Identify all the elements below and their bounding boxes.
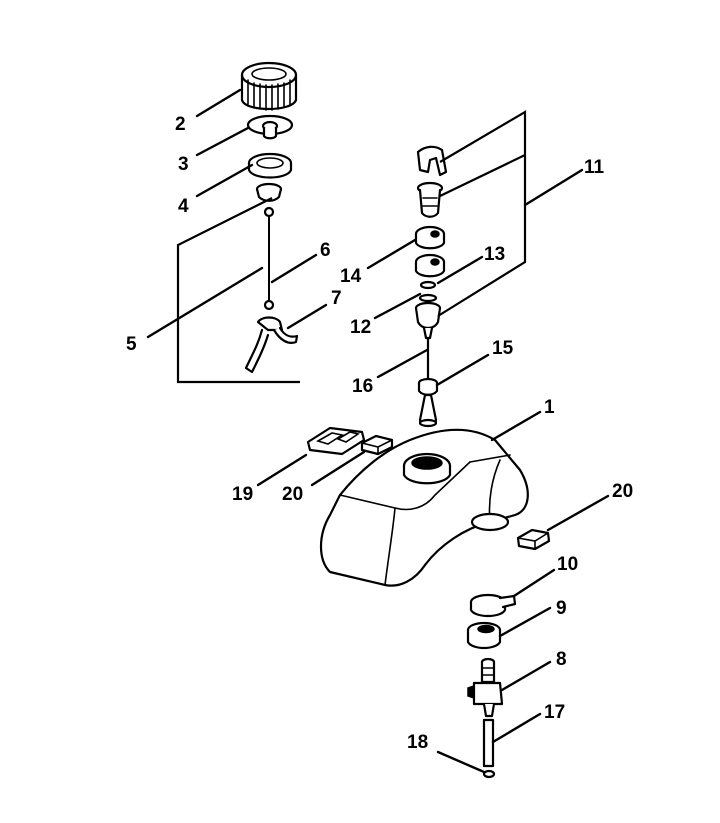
ring-nut [247, 152, 293, 179]
clip [416, 145, 448, 177]
callout-5: 5 [126, 334, 137, 355]
group-frame-left [176, 197, 300, 384]
callout-13: 13 [484, 244, 505, 265]
leader-18 [436, 750, 486, 774]
grommet-lower [414, 253, 446, 278]
callout-7: 7 [331, 288, 342, 309]
leader-16 [376, 348, 429, 379]
leader-20a [310, 450, 366, 487]
o-ring [419, 280, 437, 290]
fuel-filter [418, 393, 438, 428]
callout-20b: 20 [612, 481, 633, 502]
leader-15 [435, 353, 490, 387]
pad-right [516, 528, 551, 551]
callout-11: 11 [584, 157, 605, 178]
callout-1: 1 [544, 397, 555, 418]
leader-6 [270, 253, 318, 284]
leader-8 [500, 660, 552, 692]
grommet-upper [414, 225, 446, 250]
o-ring-small [418, 293, 438, 303]
callout-6: 6 [320, 240, 331, 261]
callout-3: 3 [178, 154, 189, 175]
tank-pads [306, 426, 551, 551]
leader-2 [195, 88, 242, 118]
callout-12: 12 [350, 317, 371, 338]
leader-10 [512, 568, 556, 598]
leader-3 [195, 126, 250, 157]
callout-20a: 20 [282, 484, 303, 505]
leader-5 [146, 266, 264, 339]
vent-valve [416, 181, 444, 218]
callout-4: 4 [178, 196, 189, 217]
pad-plate [306, 426, 366, 456]
callout-18: 18 [407, 732, 428, 753]
fuel-cap [240, 61, 298, 111]
callout-17: 17 [544, 702, 565, 723]
bracket-clip [244, 316, 299, 374]
leader-19 [256, 453, 308, 487]
leader-lines [146, 88, 610, 774]
fuel-tank [320, 428, 529, 587]
small-ring [482, 769, 496, 779]
callout-16: 16 [352, 376, 373, 397]
vent-pickup-assembly [414, 110, 527, 428]
leader-12 [373, 292, 422, 320]
hose-clamp [469, 593, 517, 618]
pickup-body [414, 301, 442, 340]
callout-8: 8 [556, 649, 567, 670]
fuel-tube [482, 718, 495, 768]
leader-13 [436, 255, 484, 285]
callout-9: 9 [556, 598, 567, 619]
leader-17 [491, 712, 542, 744]
retainer-cord [263, 206, 275, 311]
leader-14 [366, 238, 417, 270]
callout-2: 2 [175, 114, 186, 135]
cap-assembly [176, 61, 300, 384]
leader-7 [286, 303, 328, 330]
callout-10: 10 [557, 554, 578, 575]
pad-small [360, 434, 394, 456]
callout-numbers: 2 3 4 5 6 7 11 14 13 12 16 15 1 19 20 20… [126, 114, 633, 753]
leader-11 [523, 168, 584, 207]
rubber-bushing [466, 621, 502, 650]
fuel-valve [467, 657, 504, 718]
callout-19: 19 [232, 484, 253, 505]
callout-15: 15 [492, 338, 514, 359]
line-grommet [417, 377, 439, 396]
leader-9 [498, 606, 552, 638]
cap-washer [246, 114, 294, 140]
group-frame-right [437, 110, 527, 317]
callout-14: 14 [340, 266, 362, 287]
leader-1 [490, 410, 542, 442]
fuel-fittings [466, 593, 517, 779]
leader-20b [546, 494, 610, 532]
retainer [255, 182, 283, 202]
leader-4 [195, 163, 254, 198]
